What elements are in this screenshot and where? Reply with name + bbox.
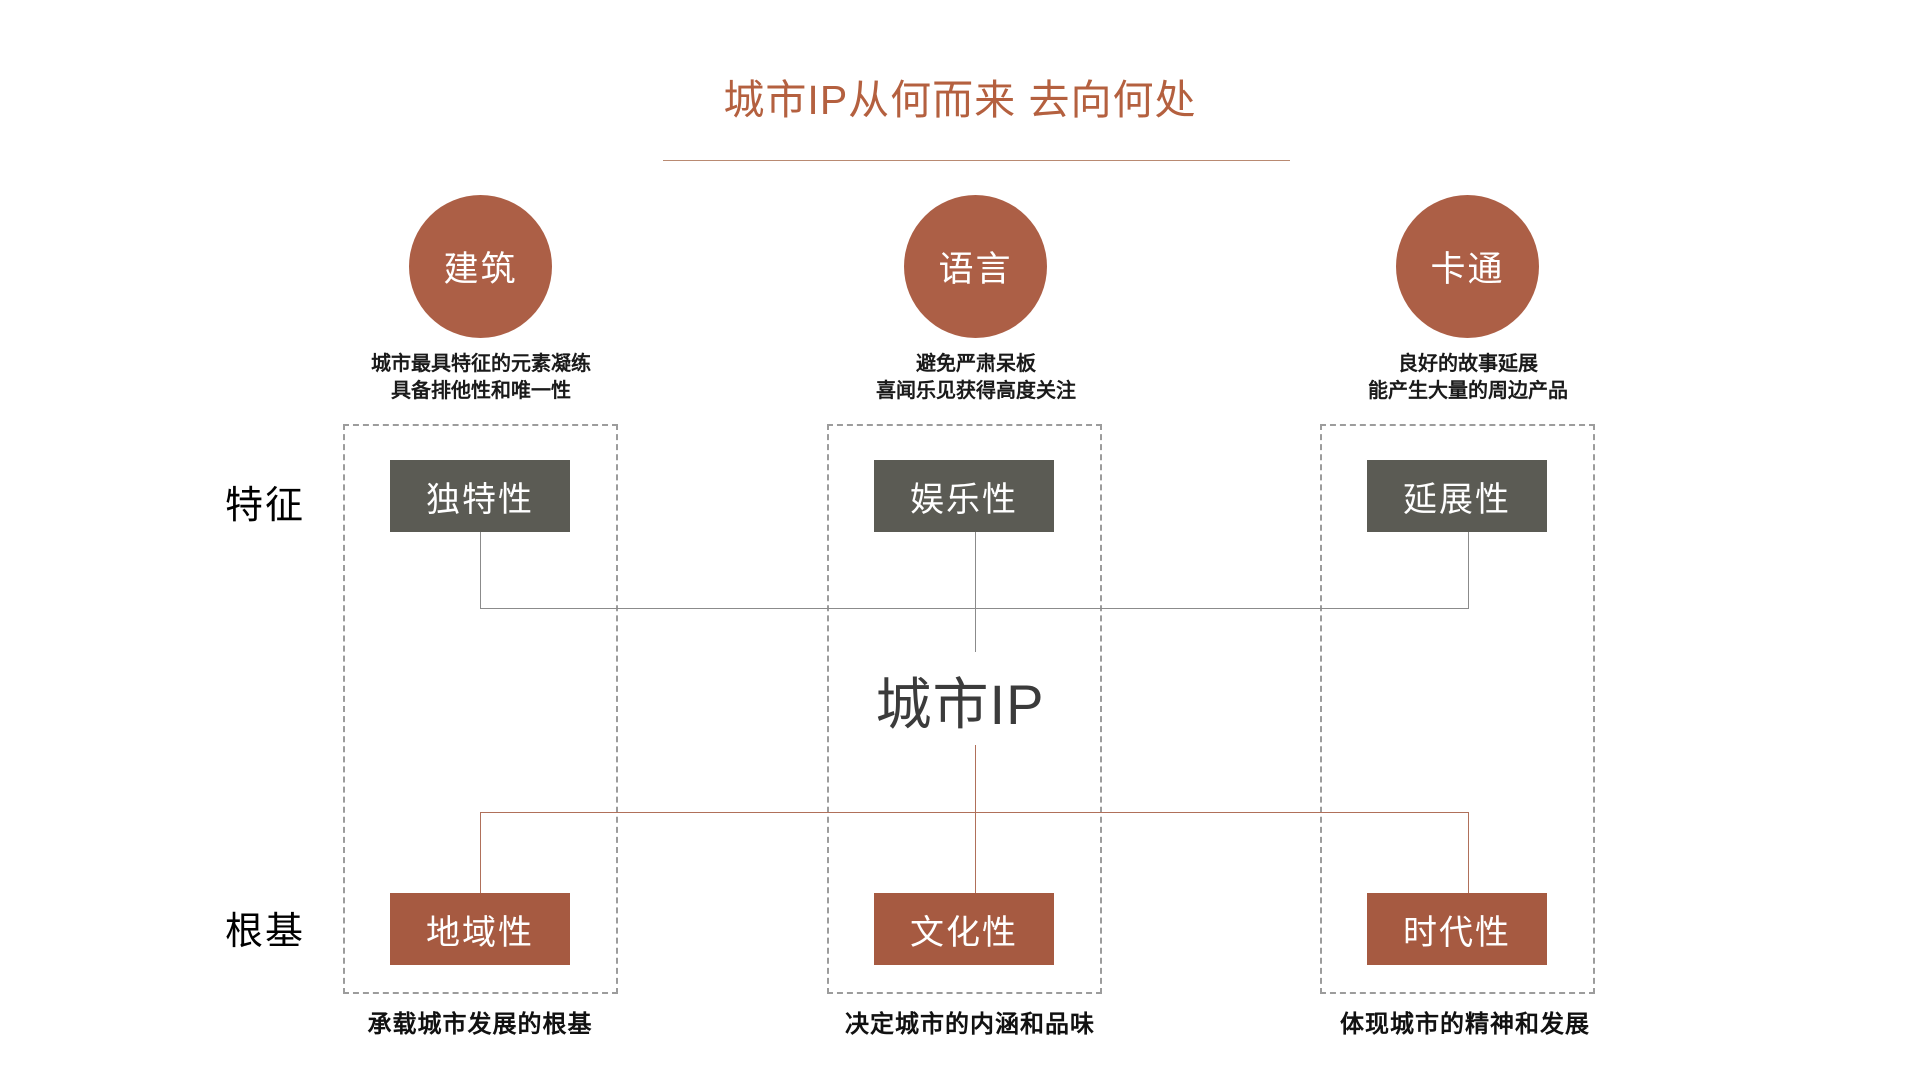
feature-node-label-3: 延展性 [1403, 480, 1511, 519]
source-circle-language[interactable]: 语言 [904, 195, 1047, 338]
connector-base-1-vertical [480, 812, 481, 893]
page-title: 城市IP从何而来 去向何处 [0, 77, 1920, 123]
connector-base-center-vertical [975, 745, 976, 893]
source-circle-label-3: 卡通 [1430, 250, 1505, 289]
source-circle-label-1: 建筑 [443, 250, 518, 289]
circle-caption-1: 城市最具特征的元素凝练 具备排他性和唯一性 [281, 351, 681, 405]
column-group-3 [1320, 424, 1595, 994]
base-node-label-1: 地域性 [426, 913, 534, 952]
connector-feature-1-vertical [480, 532, 481, 608]
connector-base-horizontal [480, 812, 1469, 813]
feature-node-label-1: 独特性 [426, 480, 534, 519]
base-node-label-3: 时代性 [1403, 913, 1511, 952]
circle-caption-2: 避免严肃呆板 喜闻乐见获得高度关注 [776, 351, 1176, 405]
page-title-text: 城市IP从何而来 去向何处 [723, 77, 1197, 123]
row-label-base: 根基 [225, 911, 306, 953]
bottom-caption-1: 承载城市发展的根基 [367, 1011, 593, 1038]
circle-caption-1-line2: 具备排他性和唯一性 [391, 380, 571, 402]
feature-node-entertainment[interactable]: 娱乐性 [874, 460, 1054, 532]
base-node-era[interactable]: 时代性 [1367, 893, 1547, 965]
bottom-caption-3: 体现城市的精神和发展 [1340, 1011, 1590, 1038]
circle-caption-1-line1: 城市最具特征的元素凝练 [371, 353, 591, 375]
source-circle-label-2: 语言 [938, 250, 1013, 289]
circle-caption-3: 良好的故事延展 能产生大量的周边产品 [1268, 351, 1668, 405]
circle-caption-3-line1: 良好的故事延展 [1398, 353, 1538, 375]
source-circle-cartoon[interactable]: 卡通 [1396, 195, 1539, 338]
connector-feature-3-vertical [1468, 532, 1469, 608]
hub-label: 城市IP [875, 673, 1045, 736]
base-node-label-2: 文化性 [910, 913, 1018, 952]
feature-node-label-2: 娱乐性 [910, 480, 1018, 519]
base-node-regionality[interactable]: 地域性 [390, 893, 570, 965]
circle-caption-2-line1: 避免严肃呆板 [916, 353, 1036, 375]
connector-feature-2-vertical [975, 532, 976, 652]
title-divider [663, 160, 1290, 161]
bottom-caption-2: 决定城市的内涵和品味 [845, 1011, 1095, 1038]
circle-caption-3-line2: 能产生大量的周边产品 [1368, 380, 1568, 402]
connector-feature-horizontal [480, 608, 1469, 609]
column-group-2 [827, 424, 1102, 994]
row-label-feature: 特征 [225, 485, 306, 527]
column-group-1 [343, 424, 618, 994]
feature-node-extensibility[interactable]: 延展性 [1367, 460, 1547, 532]
source-circle-architecture[interactable]: 建筑 [409, 195, 552, 338]
connector-base-3-vertical [1468, 812, 1469, 893]
base-node-culture[interactable]: 文化性 [874, 893, 1054, 965]
circle-caption-2-line2: 喜闻乐见获得高度关注 [876, 380, 1076, 402]
feature-node-uniqueness[interactable]: 独特性 [390, 460, 570, 532]
